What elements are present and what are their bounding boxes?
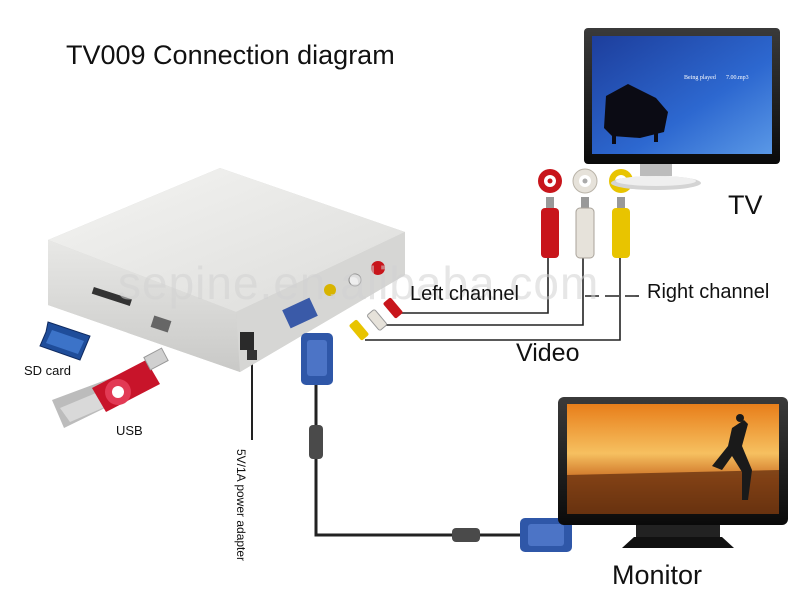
sd-card-label: SD card	[24, 363, 71, 378]
diagram-title: TV009 Connection diagram	[66, 40, 395, 70]
dc-port-icon	[240, 332, 254, 350]
ferrite-core-icon	[452, 528, 480, 542]
rca-plug-icon	[349, 297, 403, 341]
left-channel-label: Left channel	[410, 283, 519, 305]
power-plug-icon	[247, 350, 257, 360]
vga-port-icon	[282, 297, 318, 329]
video-label: Video	[516, 339, 580, 367]
cable-video	[365, 258, 621, 341]
monitor-label: Monitor	[612, 560, 703, 590]
cable-vga	[314, 385, 520, 537]
cable-right-audio	[378, 258, 584, 326]
av-port-icon	[348, 273, 362, 287]
usb-label: USB	[116, 423, 143, 438]
power-adapter-label: 5V/1A power adapter	[234, 448, 248, 562]
tv-status-text: Being played	[684, 75, 716, 81]
right-channel-label: Right channel	[647, 281, 770, 303]
vga-plug-icon	[301, 333, 572, 552]
usb-port-icon	[150, 315, 172, 333]
media-box-icon	[48, 168, 405, 372]
usb-drive-icon	[52, 347, 169, 428]
cable-left-audio	[400, 258, 549, 314]
sd-card-icon	[39, 321, 91, 361]
watermark-text: sepine.en.alibaba.com	[118, 257, 600, 309]
monitor-icon	[558, 397, 788, 548]
sd-slot-icon	[91, 286, 132, 306]
tv-icon	[584, 28, 780, 190]
tv-label: TV	[728, 190, 763, 220]
ferrite-core-icon	[309, 425, 323, 459]
rca-plugs-large	[538, 168, 633, 259]
tv-track-text: 7.00.mp3	[726, 75, 749, 81]
av-port-icon	[371, 261, 385, 275]
av-port-icon	[324, 284, 336, 296]
